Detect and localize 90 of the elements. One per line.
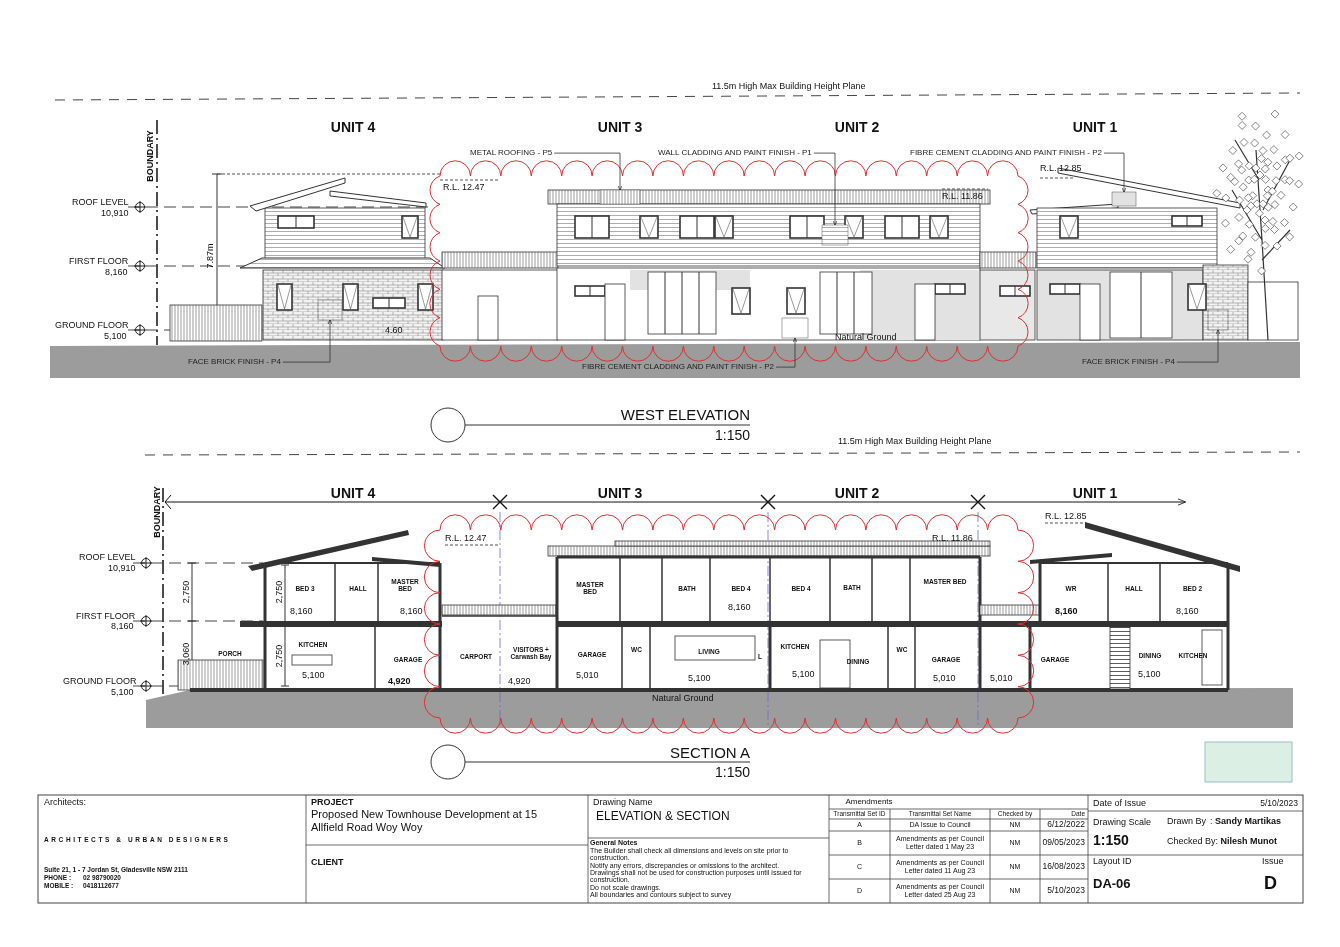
wall-cladding <box>821 224 849 246</box>
dimension-text: 4.60 <box>385 325 403 336</box>
table-cell-text: 16/08/2023 <box>1041 862 1085 872</box>
callout-text: FACE BRICK FINISH - P4 <box>1082 357 1175 367</box>
field-label: Architects: <box>44 797 86 808</box>
checked-by-text: Checked By: Nilesh Munot <box>1167 836 1278 847</box>
level-annotation: R.L. 12.47 <box>443 182 485 193</box>
unit-title: UNIT 1 <box>1071 485 1119 502</box>
unit-title: UNIT 2 <box>833 485 881 502</box>
height-plane-label: 11.5m High Max Building Height Plane <box>838 436 992 447</box>
field-label: Issue <box>1262 856 1284 867</box>
drawing-name: ELEVATION & SECTION <box>596 810 730 824</box>
view-title: SECTION A <box>668 744 750 762</box>
person-name: : Sandy Martikas <box>1210 816 1282 827</box>
scale-value: 1:150 <box>1093 832 1129 849</box>
level-annotation: R.L. 11.86 <box>942 191 983 202</box>
roof-panel <box>599 189 641 205</box>
unit-title: UNIT 2 <box>833 119 881 136</box>
height-plane-label: 11.5m High Max Building Height Plane <box>712 81 866 92</box>
wall-cladding <box>781 317 809 339</box>
callout-text: FACE BRICK FINISH - P4 <box>188 357 281 367</box>
level-value: 5,100 <box>792 669 815 680</box>
dimension-text: 2,750 <box>180 580 192 604</box>
level-value: 5,100 <box>111 687 134 698</box>
dimension-text: 7.87m <box>204 243 216 269</box>
level-value: 5,100 <box>1138 669 1161 680</box>
level-value: 5,010 <box>990 673 1013 684</box>
table-cell-text: 09/05/2023 <box>1041 838 1085 848</box>
dimension-text: 3,060 <box>180 642 192 666</box>
callout-text: FIBRE CEMENT CLADDING AND PAINT FINISH - P2 <box>910 148 1103 158</box>
level-annotation: R.L. 11.86 <box>932 533 973 544</box>
level-annotation: R.L. 12.47 <box>445 533 487 544</box>
field-label: Layout ID <box>1093 856 1132 867</box>
field-label: Drawing Scale <box>1093 817 1152 828</box>
brick-wall <box>317 299 343 321</box>
level-value: 5,100 <box>688 673 711 684</box>
level-value: 8,160 <box>1055 606 1078 617</box>
level-value: 5,010 <box>933 673 956 684</box>
level-label: GROUND FLOOR <box>55 320 129 331</box>
level-value: 8,160 <box>400 606 423 617</box>
callout-text: FIBRE CEMENT CLADDING AND PAINT FINISH - P2 <box>582 362 775 372</box>
level-label: ROOF LEVEL <box>72 197 129 208</box>
unit-title: UNIT 3 <box>596 119 644 136</box>
level-value: 10,910 <box>108 563 136 574</box>
field-label: CLIENT <box>311 857 344 868</box>
table-cell-text: 6/12/2022 <box>1046 820 1085 830</box>
ground-label: Natural Ground <box>652 693 714 704</box>
ground-label: Natural Ground <box>835 332 897 343</box>
view-title: WEST ELEVATION <box>619 406 750 424</box>
callout-text: METAL ROOFING - P5 <box>470 148 553 158</box>
boundary-label: BOUNDARY <box>151 486 163 538</box>
scale-label: 1:150 <box>713 764 750 781</box>
level-value: 4,920 <box>388 676 411 687</box>
level-value: 10,910 <box>101 208 129 219</box>
level-label: FIRST FLOOR <box>69 256 129 267</box>
level-label: FIRST FLOOR <box>76 611 136 622</box>
level-annotation: R.L. 12.85 <box>1045 511 1087 522</box>
wall-cladding <box>1111 191 1137 207</box>
level-value: 8,160 <box>111 621 134 632</box>
unit-title: UNIT 4 <box>329 119 377 136</box>
level-annotation: R.L. 12.85 <box>1040 163 1082 174</box>
level-value: 5,100 <box>104 331 127 342</box>
layout-id: DA-06 <box>1093 877 1131 892</box>
field-label: PROJECT <box>311 797 354 808</box>
level-label: ROOF LEVEL <box>79 552 136 563</box>
unit-title: UNIT 3 <box>596 485 644 502</box>
table-cell-text: 5/10/2023 <box>1046 886 1085 896</box>
field-label: Drawn By <box>1167 816 1206 827</box>
level-value: 5,010 <box>576 670 599 681</box>
boundary-label: BOUNDARY <box>144 130 156 182</box>
level-value: 8,160 <box>105 267 128 278</box>
project-name: Proposed New Townhouse Development at 15 Allfield Road Woy Woy <box>311 808 539 834</box>
level-value: 5,100 <box>302 670 325 681</box>
dimension-text: 2,750 <box>273 644 285 668</box>
date-value: 5/10/2023 <box>1259 799 1298 809</box>
field-label: Date of Issue <box>1093 798 1147 809</box>
table-title: Amendments <box>844 797 894 807</box>
unit-title: UNIT 4 <box>329 485 377 502</box>
dimension-text: 2,750 <box>273 580 285 604</box>
level-value: 8,160 <box>290 606 313 617</box>
unit-title: UNIT 1 <box>1071 119 1119 136</box>
field-label: Drawing Name <box>593 797 653 808</box>
level-label: GROUND FLOOR <box>63 676 137 687</box>
callout-text: WALL CLADDING AND PAINT FINISH - P1 <box>658 148 812 158</box>
level-value: 8,160 <box>1176 606 1199 617</box>
scale-label: 1:150 <box>713 427 750 444</box>
issue-letter: D <box>1263 873 1278 894</box>
level-value: 4,920 <box>508 676 531 687</box>
brick-wall <box>1207 309 1229 331</box>
level-value: 8,160 <box>728 602 751 613</box>
